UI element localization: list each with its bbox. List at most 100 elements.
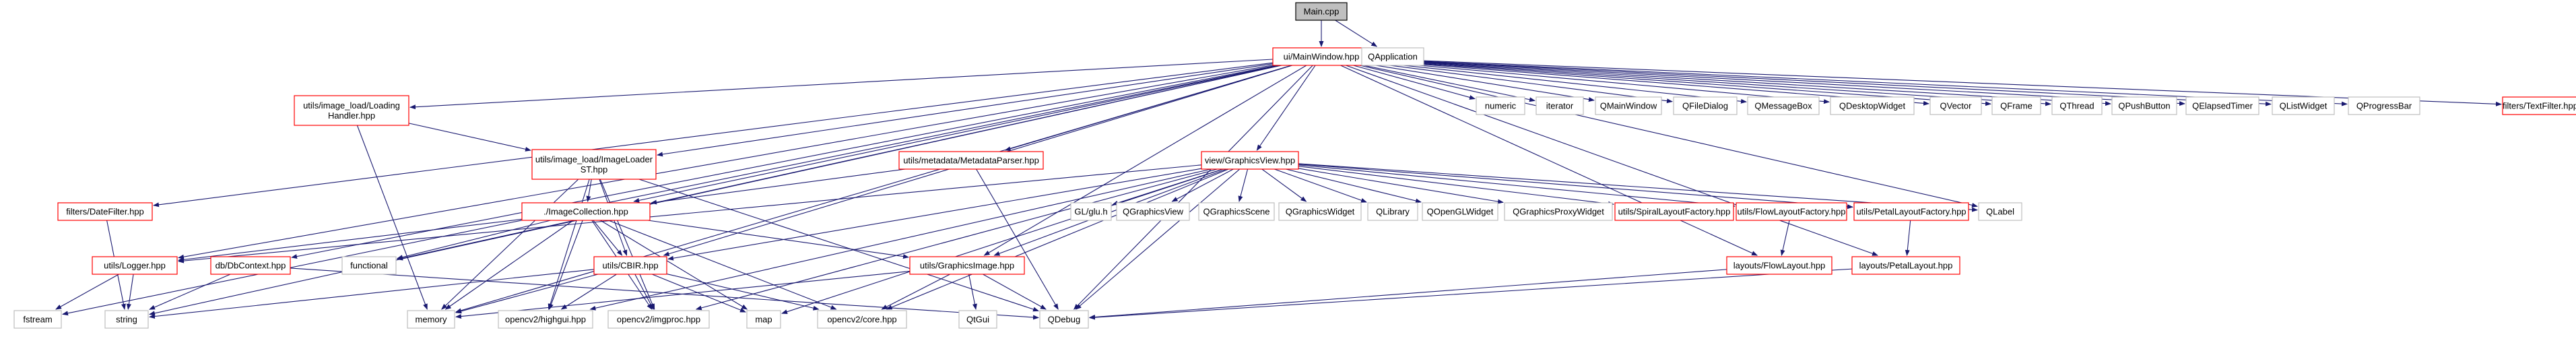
node-qelapsedtimer: QElapsedTimer [2185,96,2259,115]
edge-image_collection-to-functional [397,220,551,260]
node-label: fstream [23,315,52,325]
node-box [1422,202,1498,221]
node-fstream: fstream [13,310,62,329]
node-spiral_factory[interactable]: utils/SpiralLayoutFactory.hpp [1614,202,1734,221]
edge-mainwindow-to-qfiledialog [1369,62,1673,104]
edge-mainwindow-to-date_filter [153,62,1274,208]
edge-logger-to-fstream [55,274,119,310]
edge-dbcontext-to-string [149,274,231,310]
node-date_filter[interactable]: filters/DateFilter.hpp [57,202,153,221]
edge-graphics_view-to-map [781,168,1224,315]
node-flow_factory[interactable]: utils/FlowLayoutFactory.hpp [1736,202,1847,221]
edge-image_collection-to-cbir [593,220,623,256]
node-box [57,202,153,221]
node-box [1278,202,1362,221]
node-label: layouts/PetalLayout.hpp [1859,261,1953,271]
edge-mainwindow-to-numeric [1353,65,1476,100]
node-map: map [746,310,781,329]
node-label: GL/glu.h [1074,207,1107,217]
node-qpushbutton: QPushButton [2111,96,2177,115]
node-qmainwindow: QMainWindow [1595,96,1662,115]
node-qfiledialog: QFileDialog [1673,96,1738,115]
edge-petal_factory-to-petal_layout [1905,220,1911,256]
node-box [521,202,651,221]
node-mainwindow[interactable]: ui/MainWindow.hpp [1272,47,1370,66]
node-box [1747,96,1820,115]
node-graphics_view[interactable]: view/GraphicsView.hpp [1201,151,1299,170]
node-label: map [755,315,772,325]
node-box [1851,256,1960,275]
edge-mainwindow-to-text_filter [1369,58,2502,106]
node-box [1198,202,1275,221]
node-box [498,310,593,329]
node-box [1614,202,1734,221]
edge-mainwindow-to-loading_handler [409,59,1274,110]
node-qprogressbar: QProgressBar [2348,96,2420,115]
edge-graphics_view-to-qgraphicsscene [1238,168,1249,202]
node-label: utils/SpiralLayoutFactory.hpp [1618,207,1731,217]
node-text_filter[interactable]: filters/TextFilter.hpp [2502,96,2576,115]
node-label: view/GraphicsView.hpp [1205,156,1295,166]
edge-logger-to-string [126,274,134,310]
node-label: QGraphicsView [1123,207,1184,217]
node-image_collection[interactable]: ./ImageCollection.hpp [521,202,651,221]
node-dbcontext[interactable]: db/DbContext.hpp [210,256,291,275]
node-box [294,95,409,126]
edge-cbir-to-map [651,274,746,313]
edge-image_loader_st-to-image_collection [586,179,592,202]
node-label: QDebug [1048,315,1080,325]
node-logger[interactable]: utils/Logger.hpp [92,256,178,275]
node-label: utils/image_load/Loading [303,100,400,111]
edge-graphics_view-to-petal_factory [1298,164,1853,210]
node-box [341,256,397,275]
edge-image_loader_st-to-highgui [548,179,590,310]
node-label: utils/metadata/MetadataParser.hpp [903,156,1039,166]
node-label: ./ImageCollection.hpp [543,207,628,217]
node-memory: memory [407,310,455,329]
edge-graphics_view-to-qlibrary [1274,168,1367,203]
node-box [1039,310,1089,329]
node-label: QMainWindow [1600,101,1657,111]
node-label: QLibrary [1376,207,1410,217]
node-qvector: QVector [1929,96,1982,115]
edge-mainwindow-to-qmessagebox [1369,61,1747,104]
edge-mainwindow-to-graphics_image [983,65,1307,256]
node-label: QLabel [1986,207,2014,217]
edge-graphics_view-to-qgraphicsproxywidget [1298,168,1504,204]
node-label: Main.cpp [1304,7,1340,17]
edge-mainwindow-to-qdebug [1073,65,1313,310]
edge-graphics_view-to-highgui [589,168,1212,311]
node-box [593,256,667,275]
edge-mainwindow-to-qpushbutton [1369,59,2111,106]
edge-mainwindow-to-iterator [1363,65,1535,102]
node-qgraphicsview: QGraphicsView [1116,202,1190,221]
node-label: filters/DateFilter.hpp [66,207,144,217]
edge-mainwindow-to-image_loader_st [657,63,1274,157]
node-flow_layout[interactable]: layouts/FlowLayout.hpp [1726,256,1832,275]
node-label: utils/PetalLayoutFactory.hpp [1856,207,1966,217]
edge-graphics_view-to-core [886,168,1229,310]
edge-mainwindow-to-qlabel [1359,65,1978,208]
edge-mainwindow-to-image_collection [633,65,1280,203]
node-cbir[interactable]: utils/CBIR.hpp [593,256,667,275]
edge-image_collection-to-memory [444,220,574,310]
node-box [898,151,1044,170]
node-petal_layout[interactable]: layouts/PetalLayout.hpp [1851,256,1960,275]
node-numeric: numeric [1476,96,1525,115]
node-petal_factory[interactable]: utils/PetalLayoutFactory.hpp [1853,202,1969,221]
edge-mainwindow-to-logger [178,65,1274,259]
node-box [92,256,178,275]
edge-image_loader_st-to-imgproc [599,179,655,310]
node-box [1476,96,1525,115]
node-box [1929,96,1982,115]
node-functional: functional [341,256,397,275]
node-qmessagebox: QMessageBox [1747,96,1820,115]
node-metadata_parser[interactable]: utils/metadata/MetadataParser.hpp [898,151,1044,170]
edge-flow_layout-to-qdebug [1089,269,1727,320]
node-label: QGraphicsProxyWidget [1513,207,1604,217]
edge-cbir-to-memory [455,274,599,314]
node-label: utils/FlowLayoutFactory.hpp [1738,207,1846,217]
node-graphics_image[interactable]: utils/GraphicsImage.hpp [909,256,1025,275]
